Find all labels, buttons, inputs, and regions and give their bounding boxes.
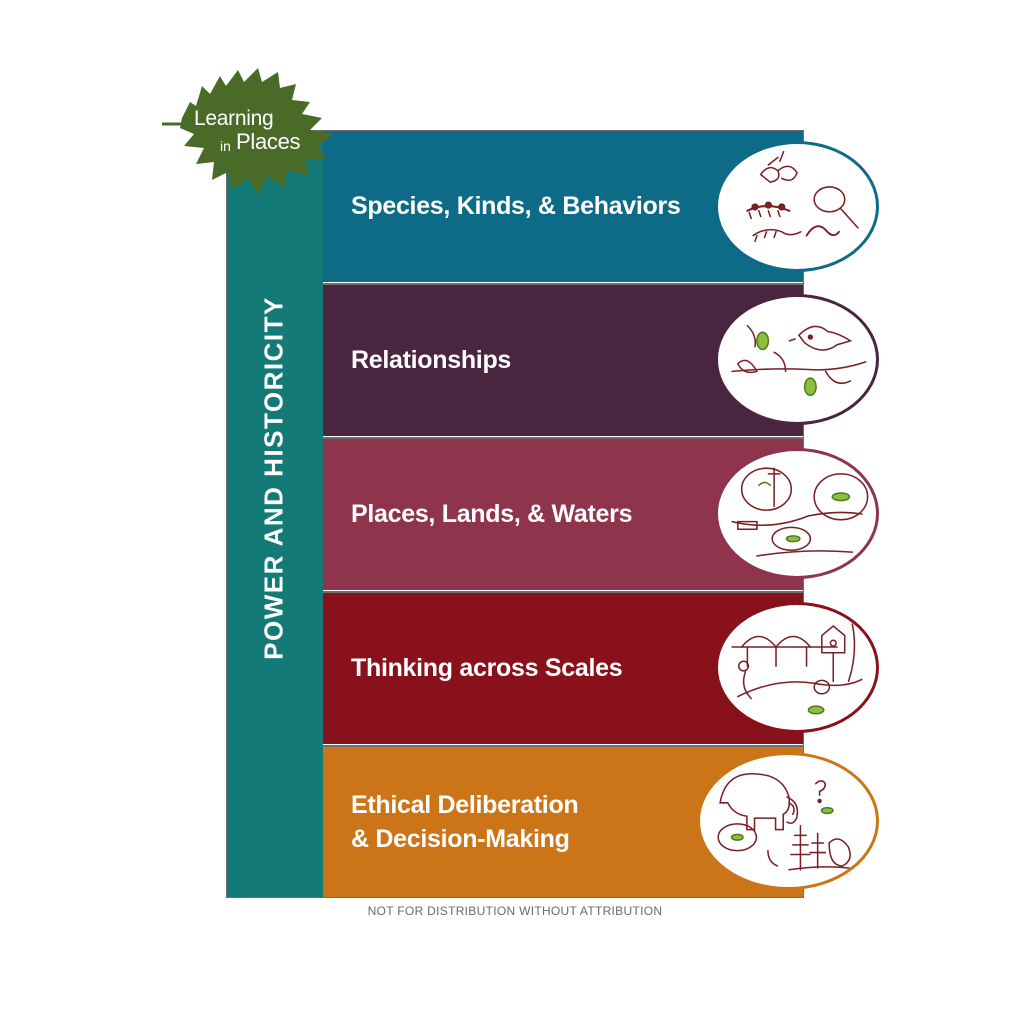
bird-branch-illustration bbox=[715, 294, 879, 425]
band-label: Places, Lands, & Waters bbox=[351, 500, 633, 528]
band-divider bbox=[323, 591, 804, 593]
band-divider bbox=[323, 283, 804, 285]
band-label: Species, Kinds, & Behaviors bbox=[351, 192, 681, 220]
mammoth-forest-illustration bbox=[697, 752, 879, 890]
logo-line1: Learning bbox=[194, 107, 274, 130]
band-label: Ethical Deliberation & Decision-Making bbox=[351, 791, 579, 853]
learning-in-places-logo: Learning in Places bbox=[160, 62, 340, 200]
logo-places: Places bbox=[236, 129, 301, 154]
attribution-footer: NOT FOR DISTRIBUTION WITHOUT ATTRIBUTION bbox=[367, 904, 663, 918]
bridge-birdhouse-illustration bbox=[715, 602, 879, 733]
band-label: Relationships bbox=[351, 346, 512, 374]
landscape-bubbles-illustration bbox=[715, 448, 879, 579]
logo-in: in bbox=[220, 138, 231, 154]
leaf-icon bbox=[162, 68, 334, 194]
band-divider bbox=[323, 745, 804, 747]
insects-magnifier-illustration bbox=[715, 141, 879, 272]
band-divider bbox=[323, 437, 804, 439]
band-label: Thinking across Scales bbox=[351, 654, 623, 682]
power-historicity-bar bbox=[226, 130, 323, 898]
